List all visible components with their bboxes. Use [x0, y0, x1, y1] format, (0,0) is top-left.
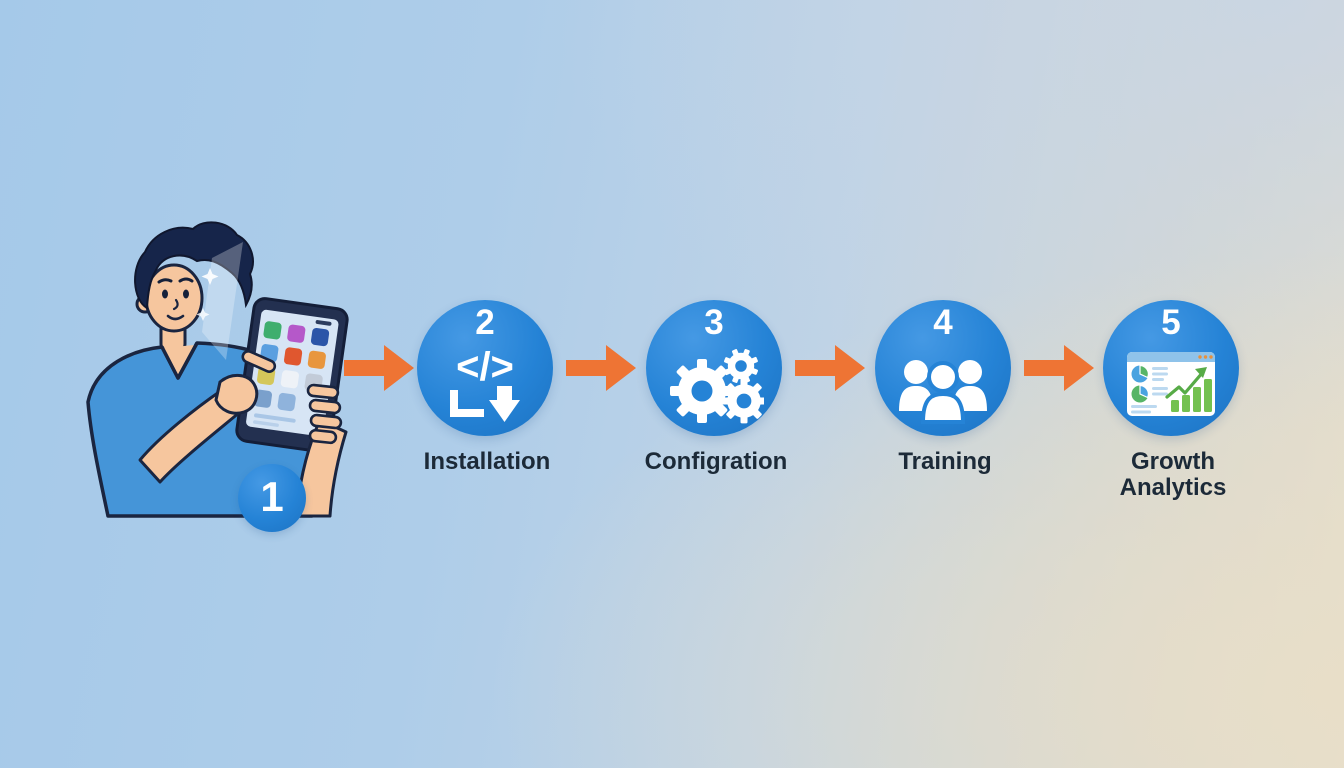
tablet-statusbar — [315, 320, 332, 326]
step-3-label: Configration — [644, 448, 788, 475]
person-nose — [172, 298, 179, 311]
step-1-badge: 1 — [238, 464, 306, 532]
dashboard-header — [1127, 352, 1215, 362]
code-install-icon: </> — [450, 345, 520, 422]
person-eye-right — [183, 289, 189, 299]
step-5-number: 5 — [1161, 303, 1181, 342]
pie-slice — [1139, 384, 1149, 399]
growth-line — [1165, 370, 1205, 399]
step-3-circle: 3 — [646, 300, 782, 436]
dashboard-text-lines — [1131, 387, 1168, 414]
person-eye-left — [162, 289, 168, 299]
step-4-circle: 4 — [875, 300, 1011, 436]
person-tablet-illustration — [60, 210, 360, 550]
pie-slice — [1139, 364, 1149, 379]
tablet-sheen — [202, 242, 243, 360]
step-5-label: Growth Analytics — [1119, 448, 1227, 501]
step-2-circle: 2 </> — [417, 300, 553, 436]
tablet-dock-line — [254, 413, 296, 423]
flow-arrow-1 — [344, 345, 414, 391]
person-pointing-hand — [214, 349, 277, 415]
gears-icon — [670, 348, 764, 424]
sparkle-icon — [201, 268, 219, 285]
step-3-number: 3 — [704, 303, 724, 342]
sparkle-icon — [196, 308, 210, 321]
step-4-number: 4 — [933, 303, 953, 342]
person-smile — [166, 314, 185, 321]
download-arrow-icon — [489, 386, 520, 422]
bracket-shape — [450, 390, 484, 417]
flow-arrow-2 — [566, 345, 636, 391]
person-chest — [164, 345, 194, 375]
analytics-dashboard-icon — [1127, 352, 1215, 416]
tablet-dock-line — [253, 420, 279, 427]
tablet-app-icons — [253, 321, 330, 412]
bar-chart-icon — [1171, 379, 1212, 412]
dashboard-text-lines — [1152, 367, 1168, 381]
dashboard-header-dots — [1198, 355, 1213, 359]
person-hair — [134, 221, 254, 310]
step-5-circle: 5 — [1103, 300, 1239, 436]
person-eyebrow-left — [157, 278, 173, 284]
pointing-finger — [241, 349, 277, 373]
growth-arrowhead-icon — [1195, 367, 1207, 378]
person-figure — [920, 361, 966, 424]
step-4-label: Training — [898, 448, 992, 475]
people-icon — [899, 360, 987, 424]
person-holding-hand — [306, 383, 343, 445]
code-glyph: </> — [456, 345, 514, 389]
flow-arrow-4 — [1024, 345, 1094, 391]
person-tablet-svg — [86, 221, 349, 518]
shirt-collar — [160, 342, 199, 380]
flow-arrow-3 — [795, 345, 865, 391]
person-eyebrow-right — [178, 277, 194, 283]
step-2-number: 2 — [475, 303, 495, 342]
step-2-label: Installation — [423, 448, 551, 475]
